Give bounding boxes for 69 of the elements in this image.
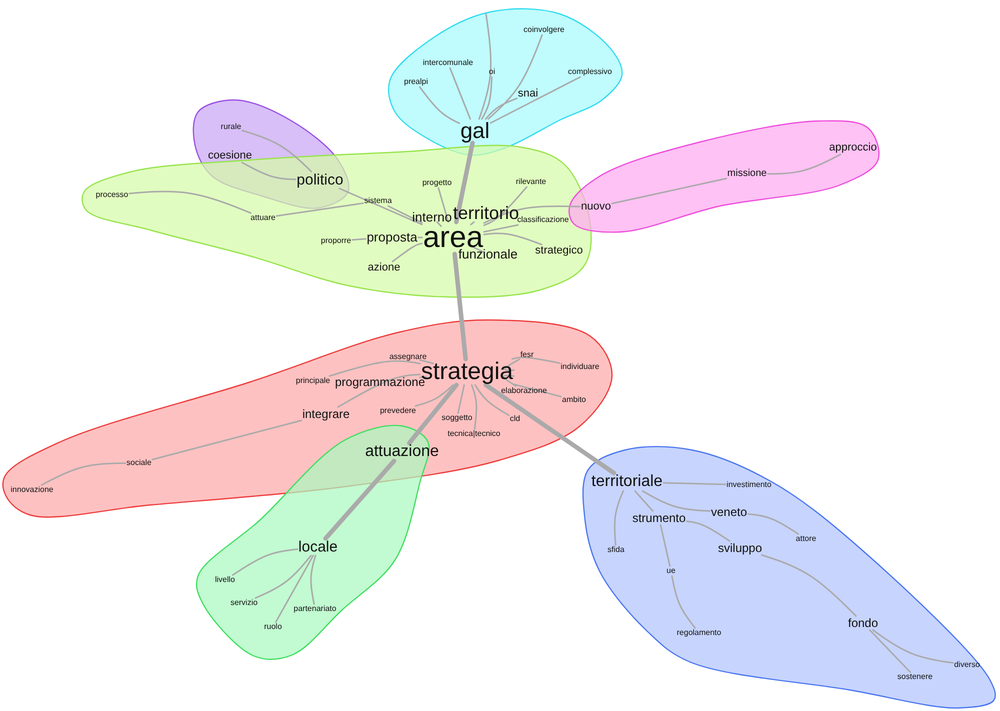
connector-line (419, 359, 434, 364)
word-label: processo (96, 191, 128, 199)
word-label: azione (368, 262, 400, 274)
word-label: fesr (520, 351, 534, 359)
connector-line (419, 376, 427, 378)
connector-line (512, 356, 560, 364)
connector-line (504, 358, 520, 371)
connector-line (337, 374, 421, 408)
connector-line (407, 382, 459, 446)
connector-line (474, 384, 510, 416)
word-label: approccio (829, 142, 877, 154)
connector-line (502, 374, 517, 387)
word-label: sociale (126, 459, 152, 467)
word-label: sistema (364, 197, 392, 205)
word-label: politico (296, 172, 344, 188)
word-label: principale (296, 377, 330, 385)
connector-line (351, 238, 366, 241)
connector-line (483, 206, 581, 224)
word-label: proposta (366, 230, 418, 244)
word-label: cld (510, 415, 520, 423)
connector-line (241, 162, 296, 180)
connector-line (452, 252, 468, 362)
connector-line (766, 154, 842, 175)
connector-line (438, 187, 450, 223)
word-label: assegnare (389, 353, 427, 361)
connector-line (470, 384, 478, 430)
word-label: innovazione (10, 486, 54, 494)
word-label: funzionale (458, 248, 518, 260)
connector-line (483, 232, 542, 246)
word-label: prevedere (380, 407, 416, 415)
connector-line (483, 186, 528, 226)
word-label: territorio (453, 204, 519, 222)
connector-line (338, 188, 423, 226)
word-label: integrare (302, 408, 350, 420)
connector-line (392, 242, 423, 262)
word-label: coesione (208, 150, 252, 162)
connector-line (483, 224, 519, 233)
connector-line (128, 190, 252, 214)
connector-line (484, 382, 616, 476)
connector-line (418, 236, 423, 238)
word-label: soggetto (442, 414, 472, 422)
connector-line (611, 178, 728, 204)
word-label: rurale (220, 123, 242, 131)
word-label: rilevante (516, 178, 546, 186)
word-label: progetto (422, 179, 452, 187)
connector-line (40, 462, 126, 486)
cluster-region (570, 121, 878, 232)
connector-line (387, 205, 423, 224)
connector-line (513, 384, 562, 398)
word-label: tecnica|tecnico (448, 430, 500, 438)
word-label: missione (727, 169, 767, 179)
word-label: strategico (535, 246, 583, 256)
word-label: nuovo (581, 202, 611, 212)
word-label: classificazione (517, 216, 569, 224)
connector-line (454, 140, 475, 224)
connector-line (457, 384, 465, 414)
word-label: interno (412, 210, 452, 224)
connector-line (436, 221, 442, 227)
connector-line (328, 360, 421, 377)
connector-line (470, 221, 475, 226)
word-label: ambito (562, 396, 586, 404)
word-label: attuare (250, 214, 276, 222)
connector-line (470, 246, 485, 253)
connector-line (276, 202, 364, 217)
connector-line (414, 384, 454, 407)
word-label: proporre (320, 237, 352, 245)
word-label: individuare (560, 363, 600, 371)
word-label: elaborazione (501, 387, 547, 395)
connector-line (241, 130, 312, 172)
